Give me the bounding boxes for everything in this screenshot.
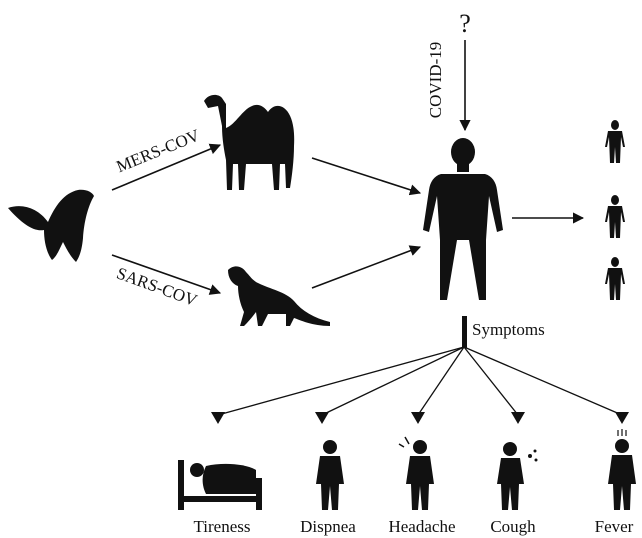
person-coughing-icon bbox=[497, 442, 538, 510]
arrow-camel-to-human bbox=[312, 158, 420, 193]
symptom-label-fever: Fever bbox=[595, 517, 634, 536]
small-human-icon bbox=[605, 257, 625, 300]
symptom-label-cough: Cough bbox=[490, 517, 536, 536]
question-mark: ? bbox=[459, 9, 471, 38]
person-with-fever-icon bbox=[608, 429, 636, 510]
arrowhead-dispnea bbox=[315, 412, 329, 424]
arrow-to-fever bbox=[464, 347, 622, 415]
person-holding-head-icon bbox=[399, 437, 434, 510]
symptoms-label: Symptoms bbox=[472, 320, 545, 339]
arrowhead-headache bbox=[411, 412, 425, 424]
arrowhead-tireness bbox=[211, 412, 225, 424]
symptoms-stem bbox=[462, 316, 467, 348]
person-in-bed-icon bbox=[178, 460, 262, 510]
arrowhead-cough bbox=[511, 412, 525, 424]
arrow-to-tireness bbox=[218, 347, 464, 415]
camel-icon bbox=[204, 95, 294, 190]
symptom-label-dispnea: Dispnea bbox=[300, 517, 356, 536]
arrow-to-cough bbox=[464, 347, 518, 415]
covid-label: COVID-19 bbox=[426, 42, 445, 119]
human-body-icon bbox=[423, 138, 503, 300]
arrowhead-fever bbox=[615, 412, 629, 424]
symptom-label-tireness: Tireness bbox=[194, 517, 251, 536]
person-holding-chest-icon bbox=[316, 440, 344, 510]
mers-label: MERS-COV bbox=[114, 125, 203, 176]
small-human-icon bbox=[605, 195, 625, 238]
arrow-civet-to-human bbox=[312, 247, 420, 288]
small-human-icon bbox=[605, 120, 625, 163]
civet-icon bbox=[228, 266, 330, 326]
symptom-label-headache: Headache bbox=[388, 517, 455, 536]
bat-icon bbox=[8, 190, 94, 262]
